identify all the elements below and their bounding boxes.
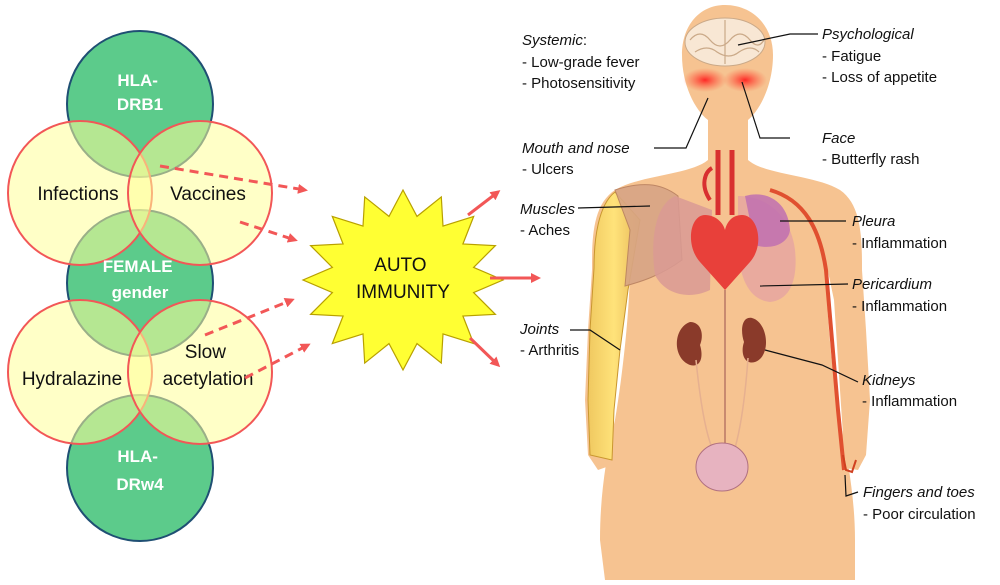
symptom-muscles: Muscles - Aches — [520, 201, 576, 239]
mouth-nose-item-1: - Ulcers — [522, 161, 574, 178]
symptom-psychological: Psychological - Fatigue - Loss of appeti… — [822, 26, 937, 86]
face-item-1: - Butterfly rash — [822, 151, 920, 168]
bladder-icon — [695, 442, 749, 492]
line-face — [741, 81, 790, 139]
systemic-title: Systemic — [522, 32, 583, 49]
input-arrows — [159, 164, 311, 380]
butterfly-rash-right — [723, 68, 767, 92]
symptom-pleura: Pleura - Inflammation — [852, 213, 947, 252]
callout-lines — [570, 33, 859, 497]
svg-text:Systemic:: Systemic: — [522, 32, 587, 49]
venn-group-bottom: Hydralazine Slow acetylation HLA- DRw4 — [7, 299, 273, 542]
line-psychological — [737, 33, 818, 46]
vaccines-label: Vaccines — [170, 184, 246, 205]
heart-icon — [690, 215, 759, 290]
symptom-face: Face - Butterfly rash — [822, 130, 920, 168]
pleura-title: Pleura — [852, 213, 895, 230]
muscles-title: Muscles — [520, 201, 576, 218]
face-title: Face — [822, 130, 855, 147]
arrow-out-down — [468, 336, 501, 368]
vaccines-circle — [127, 120, 273, 266]
autoimmunity-label: AUTO IMMUNITY — [356, 255, 450, 303]
ureters — [695, 357, 749, 449]
human-body — [585, 5, 870, 580]
joints-title: Joints — [519, 321, 560, 338]
artery-icon — [769, 188, 846, 471]
kidneys-item-1: - Inflammation — [862, 393, 957, 410]
slow-acetylation-circle — [127, 299, 273, 445]
systemic-item-2: - Photosensitivity — [522, 75, 636, 92]
hla-drw4-label: HLA- DRw4 — [116, 447, 164, 494]
symptom-kidneys: Kidneys - Inflammation — [862, 372, 957, 410]
hydralazine-label: Hydralazine — [22, 369, 122, 390]
line-muscles — [577, 205, 651, 209]
chest-organs-icon — [653, 150, 796, 302]
arrow-infections — [159, 164, 308, 194]
kidneys-title: Kidneys — [862, 372, 916, 389]
muscles-item-1: - Aches — [520, 222, 570, 239]
kidney-right-icon — [742, 317, 767, 363]
output-arrows — [467, 190, 541, 368]
line-pericardium — [759, 283, 849, 287]
pleura-item-1: - Inflammation — [852, 235, 947, 252]
slow-acetylation-label: Slow acetylation — [163, 342, 254, 390]
pericardium-title: Pericardium — [852, 276, 932, 293]
symptom-joints: Joints - Arthritis — [519, 321, 579, 359]
psychological-title: Psychological — [822, 26, 914, 43]
arrow-slow-acetylation — [244, 343, 311, 380]
autoimmunity-burst: AUTO IMMUNITY — [301, 188, 505, 372]
line-kidneys — [764, 349, 859, 383]
mouth-nose-title: Mouth and nose — [522, 140, 630, 157]
brain-icon — [684, 17, 766, 67]
arrow-out-up — [467, 190, 501, 217]
fingers-item-1: - Poor circulation — [863, 506, 976, 523]
psychological-item-2: - Loss of appetite — [822, 69, 937, 86]
hla-drb1-label: HLA- DRB1 — [117, 71, 163, 114]
female-gender-label: FEMALE gender — [103, 257, 178, 302]
symptom-systemic: Systemic: - Low-grade fever - Photosensi… — [522, 32, 640, 92]
fingers-title: Fingers and toes — [863, 484, 975, 501]
symptom-pericardium: Pericardium - Inflammation — [852, 276, 947, 315]
body-silhouette — [585, 5, 870, 580]
symptom-mouth-nose: Mouth and nose - Ulcers — [522, 140, 630, 178]
burst-shape — [301, 188, 505, 372]
joints-item-1: - Arthritis — [520, 342, 579, 359]
line-joints — [570, 329, 621, 351]
fingertip-icon — [842, 454, 857, 474]
systemic-item-1: - Low-grade fever — [522, 54, 640, 71]
arrow-vaccines — [239, 220, 298, 243]
infections-label: Infections — [37, 184, 118, 205]
systemic-colon: : — [583, 32, 587, 49]
pericardium-item-1: - Inflammation — [852, 298, 947, 315]
psychological-item-1: - Fatigue — [822, 48, 881, 65]
kidney-left-icon — [676, 322, 702, 366]
butterfly-rash-icon — [683, 68, 727, 92]
line-mouth-nose — [654, 97, 709, 149]
line-fingers — [844, 474, 859, 497]
symptom-fingers: Fingers and toes - Poor circulation — [863, 484, 976, 523]
arrow-hydralazine — [204, 297, 295, 337]
